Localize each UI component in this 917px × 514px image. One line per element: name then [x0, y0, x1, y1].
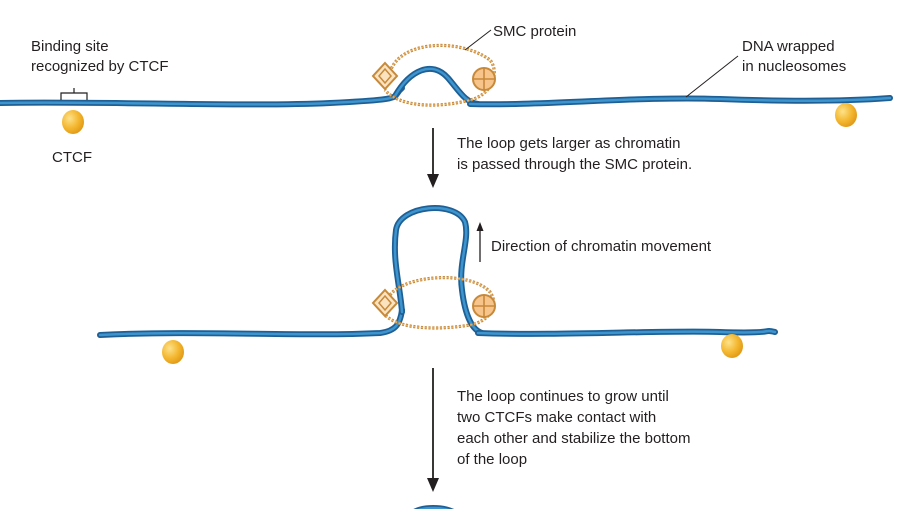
step-2-caption: each other and stabilize the bottom — [457, 430, 690, 447]
step-2-caption: of the loop — [457, 451, 527, 468]
ctcf-protein — [62, 110, 84, 134]
panel-initial: Binding site recognized by CTCF CTCF SMC… — [0, 23, 893, 166]
smc-protein-label: SMC protein — [493, 23, 576, 40]
smc-head-right — [472, 67, 496, 91]
dna-strand — [97, 205, 778, 338]
process-arrow — [427, 368, 439, 492]
dna-label: DNA wrapped — [742, 38, 835, 55]
binding-site-label: Binding site — [31, 38, 109, 55]
ctcf-label: CTCF — [52, 149, 92, 166]
smc-leader-line — [464, 29, 492, 51]
panel-growing-loop: Direction of chromatin movement — [97, 205, 778, 364]
smc-protein — [371, 276, 496, 330]
direction-label: Direction of chromatin movement — [491, 238, 712, 255]
ctcf-protein — [162, 340, 184, 364]
smc-head-left — [371, 288, 399, 318]
smc-head-left — [371, 61, 399, 91]
smc-head-right — [472, 294, 496, 318]
step-1-caption: The loop gets larger as chromatin — [457, 135, 680, 152]
step-2-caption: two CTCFs make contact with — [457, 409, 656, 426]
direction-arrow — [476, 222, 484, 262]
binding-site-bracket — [60, 88, 88, 100]
binding-site-label: recognized by CTCF — [31, 58, 169, 75]
ctcf-protein — [721, 334, 743, 358]
process-arrow — [427, 128, 439, 188]
ctcf-protein — [835, 103, 857, 127]
dna-label: in nucleosomes — [742, 58, 846, 75]
dna-leader-line — [685, 55, 739, 98]
smc-protein — [371, 43, 496, 107]
step-2-caption: The loop continues to grow until — [457, 388, 669, 405]
step-1-caption: is passed through the SMC protein. — [457, 156, 692, 173]
